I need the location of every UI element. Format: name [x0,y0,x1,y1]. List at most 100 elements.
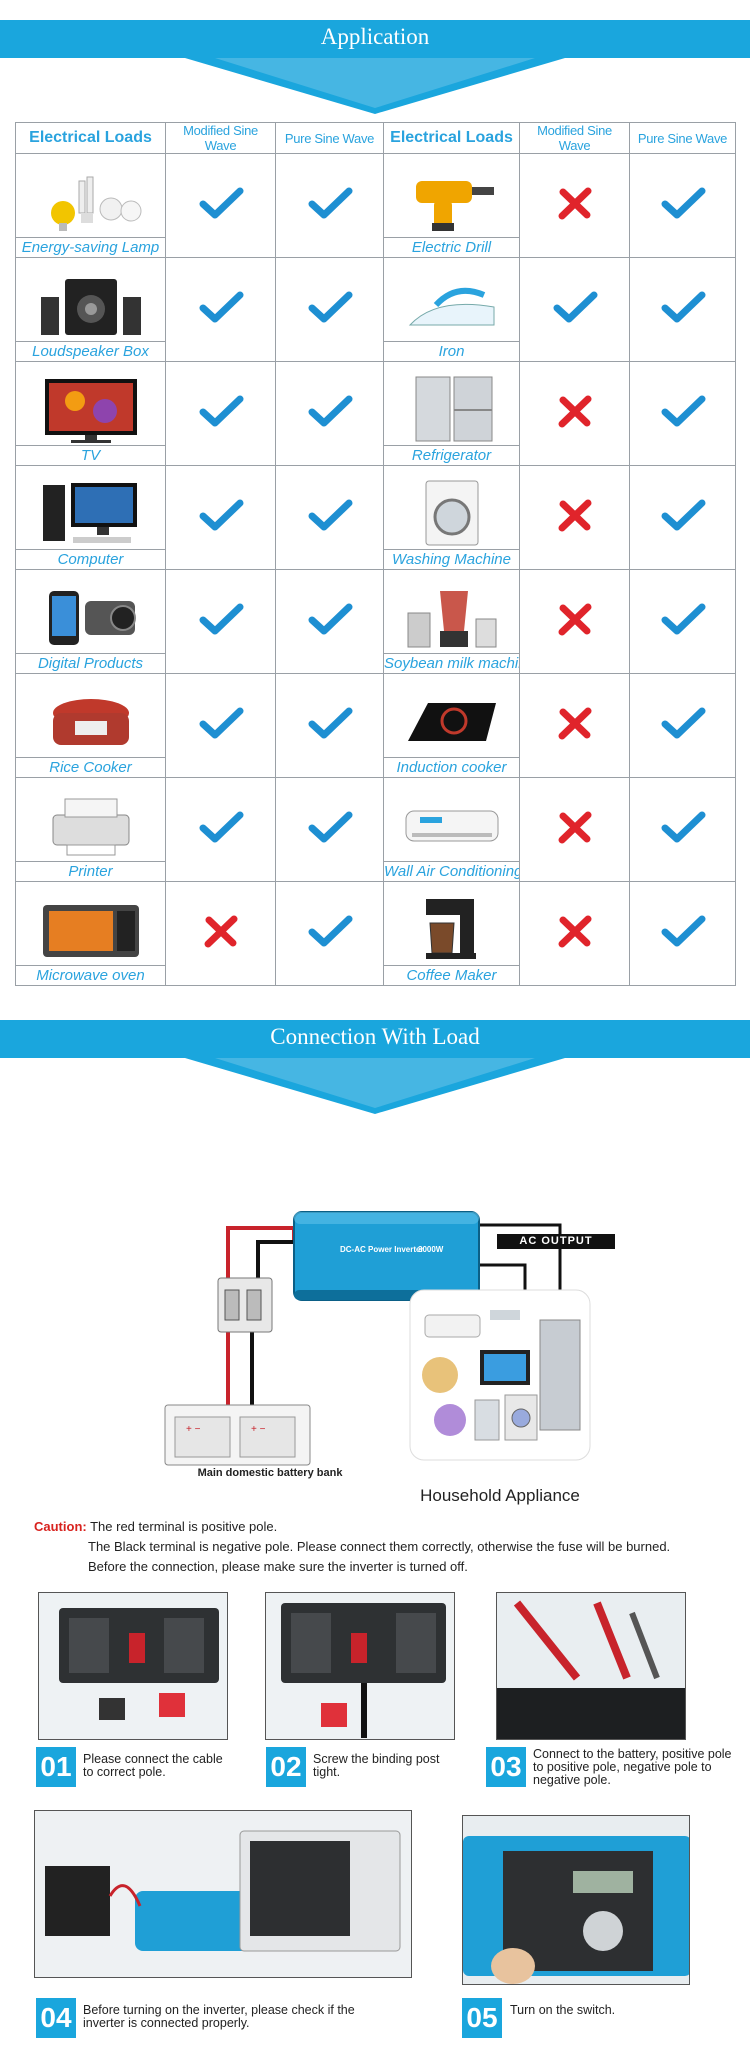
camera-icon [48,591,136,645]
compat-cell [629,673,736,778]
compat-cell [629,881,736,986]
step-4-number: 04 [36,1998,76,2038]
compat-cell [165,777,276,882]
rice-cooker-icon [52,699,129,745]
step-3-photo [496,1592,686,1740]
step-1-photo [38,1592,228,1740]
step-3-number: 03 [486,1747,526,1787]
tv-icon [44,379,137,443]
caution-note: Caution: The red terminal is positive po… [34,1517,724,1577]
cross-icon [558,811,591,844]
step-4-photo [34,1810,412,1978]
appliance-name: Computer [16,549,165,569]
table-row: TV Refrigerator [15,361,736,466]
appliance-name: Coffee Maker [384,965,519,985]
appliance-cell: TV [15,361,166,466]
compat-cell [165,465,276,570]
appliance-name: Digital Products [16,653,165,673]
ac-icon [405,810,498,842]
svg-text:+ −: + − [251,1424,266,1435]
appliance-name: Printer [16,861,165,881]
step-5-photo [462,1815,690,1985]
compat-cell [275,777,384,882]
appliances-icon [422,1310,581,1441]
appliance-name: Electric Drill [384,237,519,257]
application-title: Application [320,24,430,49]
compat-cell [519,777,630,882]
table-row: Printer Wall Air Conditioning [15,777,736,882]
table-row: Computer Washing Machine [15,465,736,570]
speaker-icon [40,279,141,335]
check-icon [199,603,243,635]
application-banner: Application [0,20,750,120]
caution-label: Caution: [34,1519,87,1534]
battery-bank-icon: + − + − [164,1404,311,1466]
compat-cell [629,569,736,674]
check-icon [308,603,352,635]
step-4-text: Before turning on the inverter, please c… [83,2003,355,2030]
drill-icon [415,181,494,231]
check-icon [661,603,705,635]
printer-icon [52,798,129,856]
check-icon [661,707,705,739]
connection-banner: Connection With Load [0,1020,750,1120]
lamp-icon [50,176,141,231]
check-icon [199,811,243,843]
appliance-cell: Washing Machine [383,465,520,570]
step-5-text: Turn on the switch. [510,2003,616,2017]
appliance-cell: Microwave oven [15,881,166,986]
appliance-cell: Induction cooker [383,673,520,778]
check-icon [308,707,352,739]
compat-cell [165,673,276,778]
fuse-icon [217,1277,273,1333]
connection-diagram: DC-AC Power Inverter 3000W + − + − [164,1211,591,1466]
caution-line-1: The red terminal is positive pole. [90,1519,278,1534]
check-icon [199,499,243,531]
appliance-name: Refrigerator [384,445,519,465]
caution-line-3: Before the connection, please make sure … [88,1559,468,1574]
compat-cell [629,465,736,570]
header-modified-sine: Modified Sine Wave [165,122,276,154]
appliance-name: TV [16,445,165,465]
check-icon [661,915,705,947]
compat-cell [519,465,630,570]
compatibility-table: Electrical Loads Modified Sine Wave Pure… [15,122,736,986]
compat-cell [165,361,276,466]
compat-cell [165,153,276,258]
compat-cell [519,361,630,466]
appliance-name: Soybean milk machine [384,653,519,672]
compat-cell [629,361,736,466]
header-modified-sine: Modified Sine Wave [519,122,630,154]
compat-cell [519,153,630,258]
compat-cell [629,257,736,362]
appliance-name: Wall Air Conditioning [384,861,519,880]
appliance-cell: Refrigerator [383,361,520,466]
header-pure-sine: Pure Sine Wave [629,122,736,154]
appliance-name: Loudspeaker Box [16,341,165,361]
check-icon [199,395,243,427]
compat-cell [519,881,630,986]
blender-icon [407,591,496,648]
check-icon [308,187,352,219]
check-icon [661,811,705,843]
compat-cell [165,569,276,674]
check-icon [661,187,705,219]
table-header-row: Electrical Loads Modified Sine Wave Pure… [15,122,736,154]
cross-icon [558,395,591,428]
cross-icon [558,707,591,740]
check-icon [661,395,705,427]
check-icon [308,395,352,427]
check-icon [661,499,705,531]
caution-line-2: The Black terminal is negative pole. Ple… [88,1539,671,1554]
induction-icon [407,703,496,741]
fridge-icon [415,376,492,442]
header-electrical-loads: Electrical Loads [383,122,520,154]
compat-cell [275,257,384,362]
step-1-text: Please connect the cable to correct pole… [83,1752,223,1779]
compat-cell [519,257,630,362]
microwave-icon [42,905,139,957]
cross-icon [558,499,591,532]
